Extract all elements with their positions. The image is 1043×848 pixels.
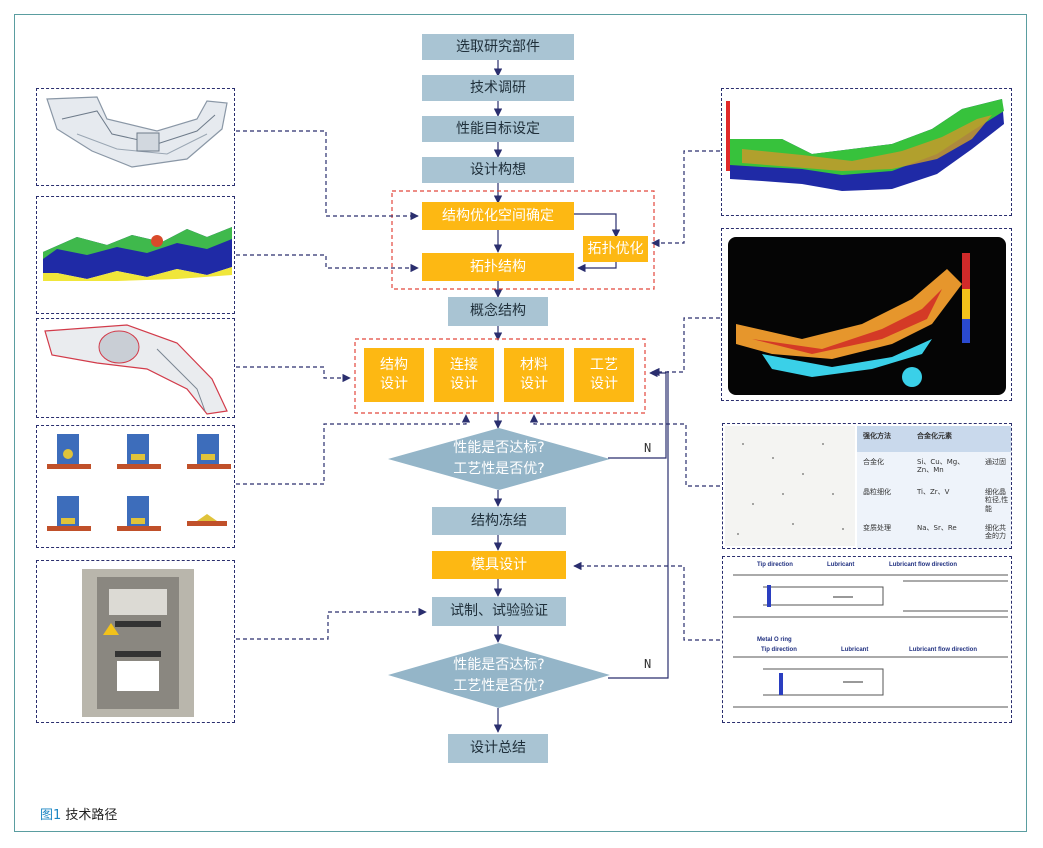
table-r1c1: 合金化 <box>863 458 884 466</box>
table-h1: 强化方法 <box>863 432 891 440</box>
figure-caption: 图1 技术路径 <box>40 808 118 823</box>
table-r2c2: Ti、Zr、V <box>917 488 950 496</box>
table-r2c1: 晶粒细化 <box>863 488 891 496</box>
figure-frame <box>14 14 1027 832</box>
thumb-test-machine <box>36 560 235 723</box>
thumb-stress-plot-2 <box>721 228 1012 401</box>
step-performance-target: 性能目标设定 <box>422 116 574 142</box>
step-tech-research: 技术调研 <box>422 75 574 101</box>
table-h2: 合金化元素 <box>917 432 952 440</box>
table-r1c2: Si、Cu、Mg、Zn、Mn <box>917 458 965 475</box>
thumb-subframe-cad <box>36 88 235 186</box>
step-structure-freeze: 结构冻结 <box>432 507 566 535</box>
step-optimization-space: 结构优化空间确定 <box>422 202 574 230</box>
table-r1c3: 通过固 <box>985 458 1006 466</box>
die-lubricant-2: Lubricant <box>841 647 869 653</box>
decision-diamond-2 <box>388 643 610 708</box>
thumb-stress-plot-1 <box>721 88 1012 216</box>
die-flow-direction-2: Lubricant flow direction <box>909 647 978 653</box>
step-topology-structure: 拓扑结构 <box>422 253 574 281</box>
thumb-die-lubrication: Tip direction Lubricant Lubricant flow d… <box>722 556 1012 723</box>
design-material: 材料设计 <box>504 348 564 402</box>
die-metal-ring: Metal O ring <box>757 637 792 643</box>
table-r2c3: 细化晶粒径,性能 <box>985 488 1009 513</box>
table-r3c2: Na、Sr、Re <box>917 524 957 532</box>
step-concept-structure: 概念结构 <box>448 297 548 326</box>
decision-diamond-1 <box>388 428 610 490</box>
no-label-1: N <box>644 441 652 455</box>
thumb-topology-plot <box>36 196 235 314</box>
decision-2-text: 性能是否达标?工艺性是否优? <box>453 656 545 694</box>
die-lubricant-1: Lubricant <box>827 562 855 568</box>
die-tip-direction-1: Tip direction <box>757 562 793 568</box>
step-trial-verification: 试制、试验验证 <box>432 597 566 626</box>
no-label-2: N <box>644 657 652 671</box>
design-process: 工艺设计 <box>574 348 634 402</box>
thumb-concept-structure <box>36 318 235 418</box>
design-connection: 连接设计 <box>434 348 494 402</box>
step-mold-design: 模具设计 <box>432 551 566 579</box>
thumb-material-table: 强化方法 合金化元素 合金化 Si、Cu、Mg、Zn、Mn 通过固 晶粒细化 T… <box>722 423 1012 549</box>
design-structure: 结构设计 <box>364 348 424 402</box>
step-design-summary: 设计总结 <box>448 734 548 763</box>
thumb-connection-designs <box>36 425 235 548</box>
decision-1-text: 性能是否达标?工艺性是否优? <box>453 440 545 477</box>
die-tip-direction-2: Tip direction <box>761 647 797 653</box>
table-r3c1: 变质处理 <box>863 524 891 532</box>
die-flow-direction-1: Lubricant flow direction <box>889 562 958 568</box>
step-topology-optimization: 拓扑优化 <box>583 236 648 262</box>
step-design-concept: 设计构想 <box>422 157 574 183</box>
step-select-part: 选取研究部件 <box>422 34 574 60</box>
table-r3c3: 细化共金的力 <box>985 524 1006 541</box>
